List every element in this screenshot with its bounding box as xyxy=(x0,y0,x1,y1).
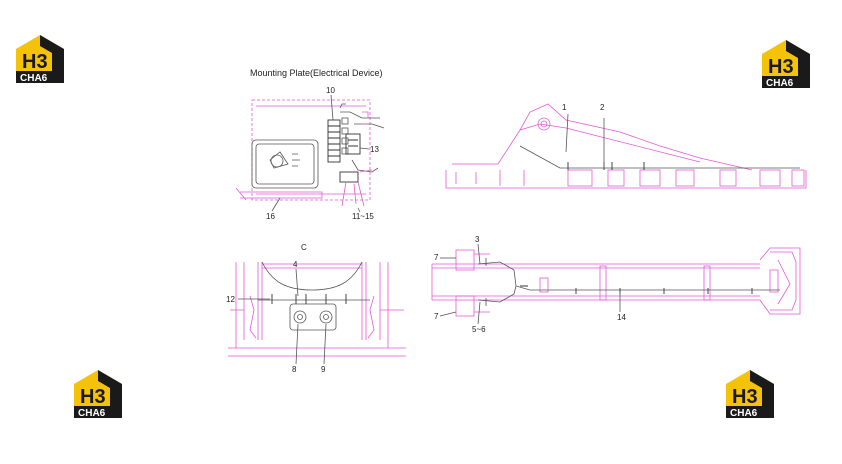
callout-3: 3 xyxy=(475,235,480,244)
fuse-holder xyxy=(345,133,361,155)
callout-9: 9 xyxy=(321,365,326,374)
logo-letters: H3 xyxy=(768,56,794,78)
logo-bottom-right: H3 CHA6 xyxy=(720,368,778,418)
controller-box xyxy=(251,139,319,189)
logo-letters: H3 xyxy=(732,386,758,408)
callout-7-bottom: 7 xyxy=(434,312,439,321)
logo-icon: H3 CHA6 xyxy=(74,370,122,418)
callout-12: 12 xyxy=(226,295,235,304)
logo-word: CHA6 xyxy=(20,73,48,83)
logo-bottom-left: H3 CHA6 xyxy=(68,368,126,418)
section-c-view xyxy=(228,261,406,357)
bolt-icon xyxy=(319,310,333,324)
callout-16: 16 xyxy=(266,212,275,221)
logo-top-right: H3 CHA6 xyxy=(756,38,814,88)
bracket-plate xyxy=(289,303,337,331)
logo-word: CHA6 xyxy=(766,78,794,88)
logo-icon: H3 CHA6 xyxy=(762,40,810,88)
callout-11-15: 11~15 xyxy=(352,212,374,221)
chassis-side-view xyxy=(445,103,807,189)
controller-emblem-icon xyxy=(270,154,284,168)
chassis-plan-view xyxy=(431,247,801,317)
bolt-icon xyxy=(293,310,307,324)
callout-5-6: 5~6 xyxy=(472,325,486,334)
logo-icon: H3 CHA6 xyxy=(16,35,64,83)
relay-block xyxy=(327,117,361,163)
callout-2: 2 xyxy=(600,103,605,112)
logo-letters: H3 xyxy=(80,386,106,408)
callout-7-top: 7 xyxy=(434,253,439,262)
logo-top-left: H3 CHA6 xyxy=(10,33,68,83)
section-label: C xyxy=(301,243,307,252)
diagram-title: Mounting Plate(Electrical Device) xyxy=(250,68,383,78)
callout-14: 14 xyxy=(617,313,626,322)
callout-8: 8 xyxy=(292,365,297,374)
logo-word: CHA6 xyxy=(78,408,106,418)
callout-4: 4 xyxy=(293,260,298,269)
callout-1: 1 xyxy=(562,103,567,112)
callout-10: 10 xyxy=(326,86,335,95)
callout-13: 13 xyxy=(370,145,379,154)
mounting-plate-view xyxy=(235,99,385,207)
logo-letters: H3 xyxy=(22,51,48,73)
hinge-icon xyxy=(537,117,551,131)
logo-icon: H3 CHA6 xyxy=(726,370,774,418)
logo-word: CHA6 xyxy=(730,408,758,418)
terminal-block xyxy=(339,171,359,183)
